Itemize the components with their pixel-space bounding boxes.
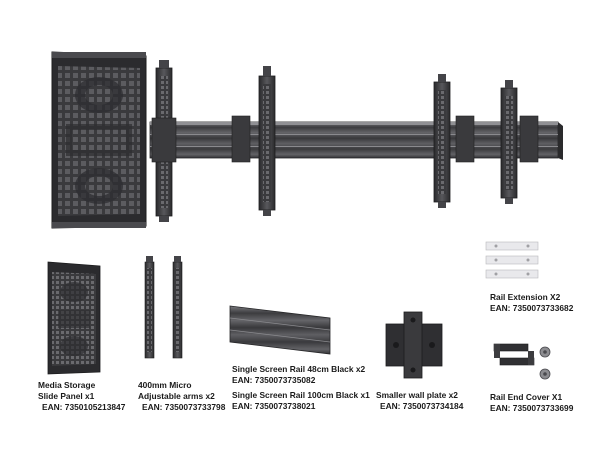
slide-panel-small (47, 261, 101, 375)
caption-line1: Single Screen Rail 100cm Black x1 (232, 390, 370, 400)
caption-wall-plate: Smaller wall plate x2 EAN: 7350073734184 (376, 390, 463, 412)
caption-rail-extension: Rail Extension X2 EAN: 7350073733682 (490, 292, 573, 314)
caption-media-storage: Media Storage Slide Panel x1 EAN: 735010… (38, 380, 125, 413)
vertical-arm-1 (151, 60, 177, 222)
slide-panel-large (51, 51, 147, 229)
rail-48cm (229, 305, 331, 355)
caption-end-cover: Rail End Cover X1 EAN: 7350073733699 (490, 392, 573, 414)
caption-micro-arms: 400mm Micro Adjustable arms x2 EAN: 7350… (138, 380, 225, 413)
caption-line1: Media Storage (38, 380, 96, 390)
caption-ean: EAN: 7350073734184 (380, 401, 464, 411)
micro-arm-right (172, 256, 183, 359)
caption-ean: EAN: 7350073733682 (490, 303, 574, 313)
main-rail (149, 121, 563, 160)
caption-ean: EAN: 7350073738021 (232, 401, 316, 411)
caption-line1: Single Screen Rail 48cm Black x2 (232, 364, 366, 374)
caption-line1: 400mm Micro (138, 380, 192, 390)
vertical-arm-2 (231, 66, 276, 216)
caption-ean: EAN: 7350073735082 (232, 375, 316, 385)
caption-rail-100: Single Screen Rail 100cm Black x1 EAN: 7… (232, 390, 370, 412)
caption-ean: EAN: 7350073733798 (142, 402, 226, 412)
caption-ean: EAN: 7350073733699 (490, 403, 574, 413)
caption-ean: EAN: 7350105213847 (42, 402, 126, 412)
caption-line2: Slide Panel x1 (38, 391, 95, 401)
rail-end-cover (493, 343, 551, 380)
vertical-arm-3 (433, 74, 475, 208)
wall-plate (385, 311, 443, 379)
caption-line1: Smaller wall plate x2 (376, 390, 458, 400)
caption-line1: Rail End Cover X1 (490, 392, 563, 402)
micro-arm-left (144, 256, 155, 359)
caption-rail-48: Single Screen Rail 48cm Black x2 EAN: 73… (232, 364, 365, 386)
caption-line2: Adjustable arms x2 (138, 391, 215, 401)
rail-extension (485, 241, 539, 279)
caption-line1: Rail Extension X2 (490, 292, 561, 302)
vertical-arm-4 (500, 80, 539, 204)
